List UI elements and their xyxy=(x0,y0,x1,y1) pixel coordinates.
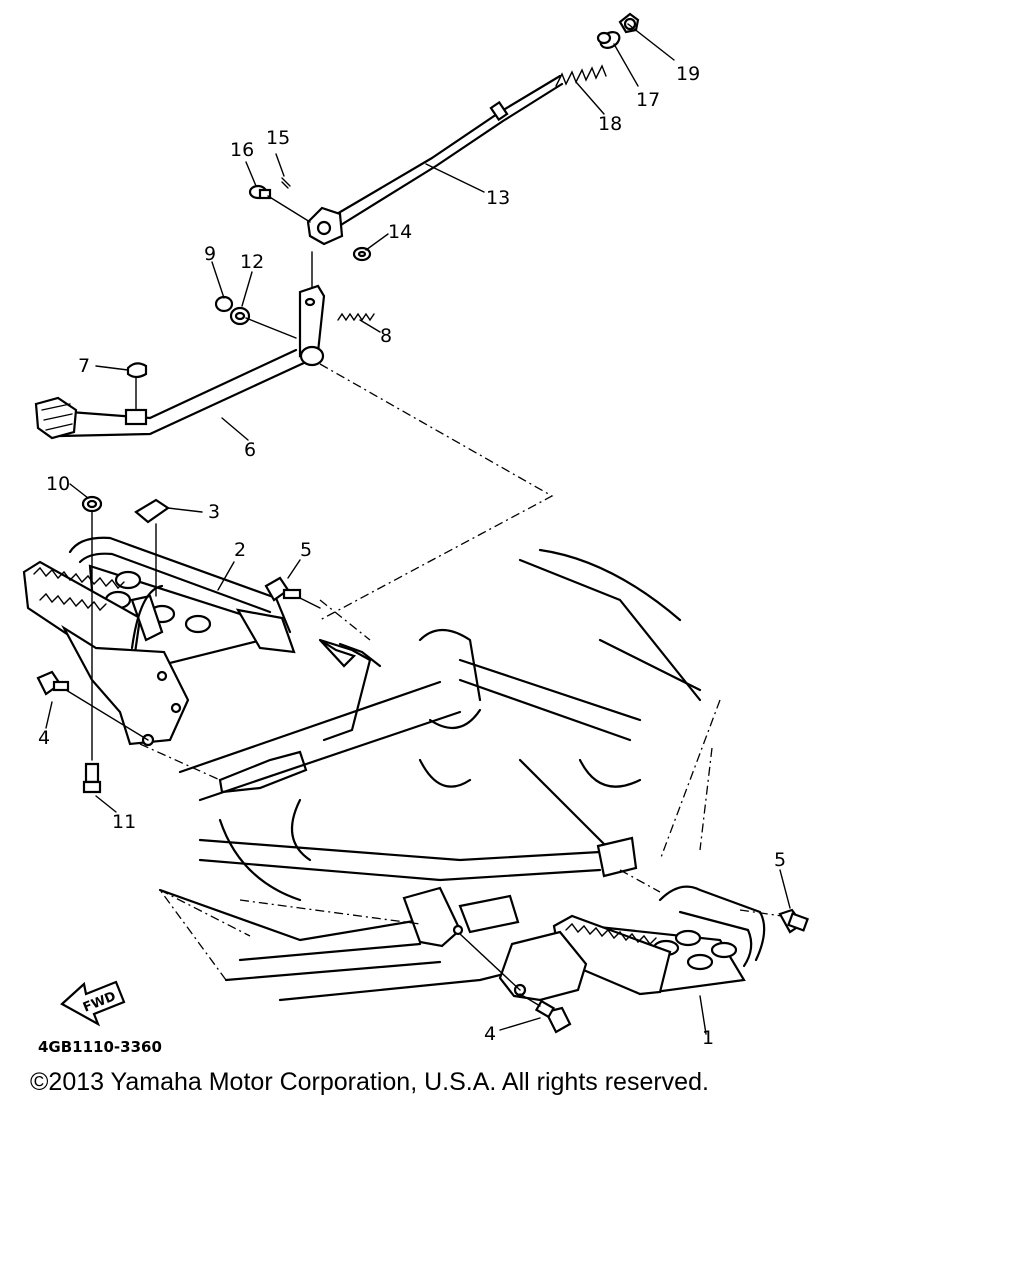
callout-12: 12 xyxy=(240,251,264,273)
callout-2: 2 xyxy=(234,539,246,561)
callout-7: 7 xyxy=(78,355,90,377)
callout-6: 6 xyxy=(244,439,256,461)
callout-16: 16 xyxy=(230,139,254,161)
brake-pedal xyxy=(34,284,326,440)
callout-18: 18 xyxy=(598,113,622,135)
diagram-part-code: 4GB1110-3360 xyxy=(38,1038,162,1056)
frame xyxy=(158,548,702,1002)
forward-arrow: FWD xyxy=(60,980,126,1027)
callout-8: 8 xyxy=(380,325,392,347)
callout-14: 14 xyxy=(388,221,412,243)
callout-3: 3 xyxy=(208,501,220,523)
callout-19: 19 xyxy=(676,63,700,85)
right-footrest xyxy=(459,885,809,1034)
callout-5-right: 5 xyxy=(774,849,786,871)
callout-13: 13 xyxy=(486,187,510,209)
callout-5-left: 5 xyxy=(300,539,312,561)
callout-10: 11 xyxy=(112,811,136,833)
copyright-notice: ©2013 Yamaha Motor Corporation, U.S.A. A… xyxy=(30,1068,709,1096)
callout-15: 15 xyxy=(266,127,290,149)
callout-11: 10 xyxy=(46,473,70,495)
callout-1: 1 xyxy=(702,1027,714,1049)
callout-labels: 19 17 18 13 14 15 16 9 12 8 7 6 10 3 2 5… xyxy=(38,63,786,1049)
leader-lines xyxy=(45,23,791,1035)
callout-17: 17 xyxy=(636,89,660,111)
assembly-lines xyxy=(139,363,783,981)
brake-rod-assembly xyxy=(306,12,640,246)
callout-9: 9 xyxy=(204,243,216,265)
callout-4-right: 4 xyxy=(484,1023,496,1045)
callout-4-left: 4 xyxy=(38,727,50,749)
left-footrest xyxy=(22,495,321,794)
